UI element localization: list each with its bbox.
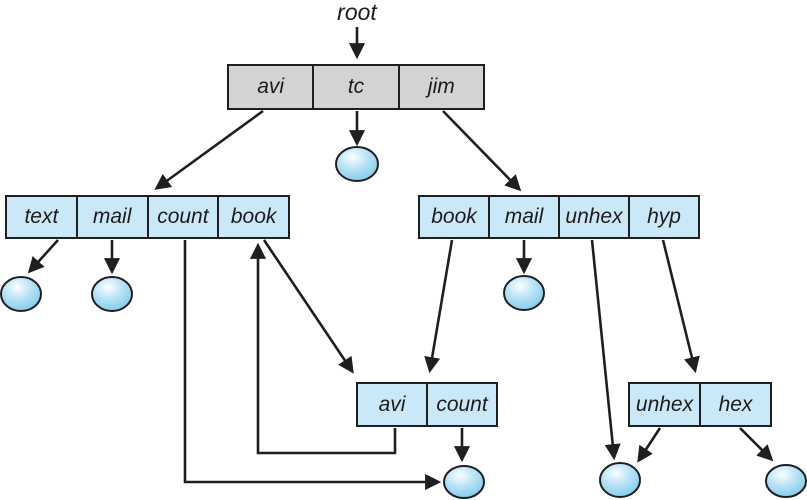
file-circle-left-mail bbox=[91, 276, 133, 312]
file-circle-tc bbox=[335, 146, 379, 182]
shared-cell-count: count bbox=[426, 384, 496, 425]
root-directory-table: avi tc jim bbox=[227, 64, 485, 110]
jim-cell-unhex: unhex bbox=[558, 197, 628, 237]
root-label: root bbox=[337, 0, 377, 25]
root-cell-jim: jim bbox=[397, 66, 483, 108]
root-cell-tc: tc bbox=[312, 66, 398, 108]
avi-directory-table: text mail count book bbox=[5, 195, 290, 239]
hyp-cell-unhex: unhex bbox=[630, 384, 699, 425]
file-circle-hex bbox=[765, 464, 807, 498]
jim-cell-book: book bbox=[420, 197, 488, 237]
shared-cell-avi: avi bbox=[358, 384, 426, 425]
arrow-count-to-shared-file bbox=[183, 240, 442, 491]
shared-book-directory-table: avi count bbox=[356, 382, 498, 427]
arrow-shared-avi-back-to-book bbox=[249, 242, 397, 455]
avi-cell-mail: mail bbox=[75, 197, 147, 237]
file-circle-shared-unhex bbox=[599, 462, 641, 498]
file-circle-shared-count bbox=[443, 465, 485, 499]
hyp-directory-table: unhex hex bbox=[628, 382, 772, 427]
jim-cell-hyp: hyp bbox=[628, 197, 698, 237]
arrow-hypdir-hex-to-file bbox=[739, 427, 774, 462]
avi-cell-text: text bbox=[7, 197, 76, 237]
arrow-left-book-to-shared-dir bbox=[262, 239, 354, 374]
arrow-text-to-file bbox=[27, 239, 59, 274]
arrow-hypdir-unhex-to-file bbox=[637, 427, 662, 463]
hyp-cell-hex: hex bbox=[699, 384, 770, 425]
jim-cell-mail: mail bbox=[488, 197, 558, 237]
arrow-right-book-to-shared-dir bbox=[424, 239, 454, 374]
root-cell-avi: avi bbox=[229, 66, 313, 108]
arrow-avi-to-avi-dir bbox=[154, 109, 264, 190]
arrow-jim-to-jim-dir bbox=[442, 110, 522, 192]
arrow-right-unhex-to-file bbox=[590, 239, 621, 461]
jim-directory-table: book mail unhex hyp bbox=[418, 195, 700, 239]
avi-cell-book: book bbox=[217, 197, 288, 237]
avi-cell-count: count bbox=[146, 197, 218, 237]
arrow-hyp-to-hyp-dir bbox=[661, 239, 700, 374]
file-circle-right-mail bbox=[503, 275, 545, 311]
file-circle-text bbox=[0, 276, 42, 312]
